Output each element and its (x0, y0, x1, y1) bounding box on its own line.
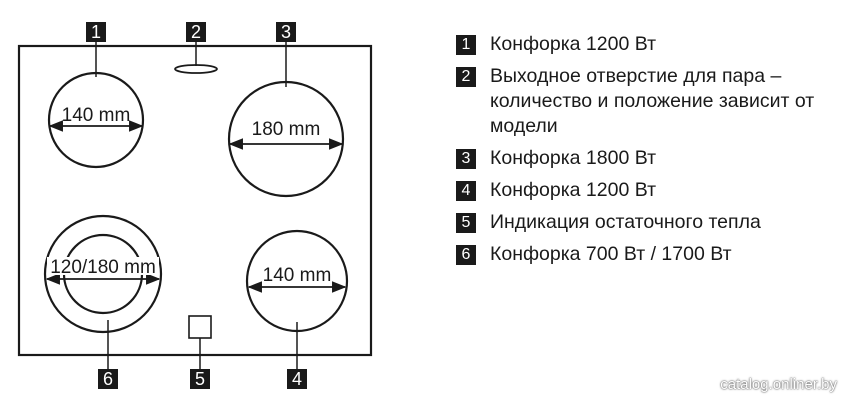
watermark: catalog.onliner.by (720, 376, 837, 393)
legend-item-3: 3 Конфорка 1800 Вт (452, 146, 852, 171)
zone-1-diameter: 140 mm (62, 105, 131, 126)
legend-badge-5: 5 (456, 213, 476, 233)
legend-badge-2: 2 (456, 67, 476, 87)
legend-item-2: 2 Выходное отверстие для пара – количест… (452, 64, 852, 139)
legend-item-4: 4 Конфорка 1200 Вт (452, 178, 852, 203)
legend-item-1: 1 Конфорка 1200 Вт (452, 32, 852, 57)
svg-text:2: 2 (191, 22, 201, 42)
steam-outlet (174, 38, 218, 74)
badge-5: 5 (190, 369, 210, 389)
svg-text:3: 3 (281, 22, 291, 42)
legend-badge-3: 3 (456, 149, 476, 169)
zone-4-diameter: 140 mm (263, 265, 332, 286)
svg-text:4: 4 (292, 369, 302, 389)
legend-badge-1: 1 (456, 35, 476, 55)
svg-text:5: 5 (195, 369, 205, 389)
zone-6-diameter: 120/180 mm (50, 257, 156, 278)
cooking-zone-3: 180 mm (227, 38, 345, 198)
legend-item-5: 5 Индикация остаточного тепла (452, 210, 852, 235)
legend-text-3: Конфорка 1800 Вт (490, 147, 657, 169)
residual-heat-indicator (188, 315, 212, 369)
legend-item-6: 6 Конфорка 700 Вт / 1700 Вт (452, 242, 852, 267)
legend-text-1: Конфорка 1200 Вт (490, 33, 657, 55)
svg-text:1: 1 (91, 22, 101, 42)
badge-1: 1 (86, 22, 106, 42)
badge-4: 4 (287, 369, 307, 389)
legend-text-2: Выходное отверстие для пара – количество… (490, 65, 815, 137)
badge-2: 2 (186, 22, 206, 42)
badge-3: 3 (276, 22, 296, 42)
legend-badge-4: 4 (456, 181, 476, 201)
hob-outline (17, 44, 373, 357)
legend-text-6: Конфорка 700 Вт / 1700 Вт (490, 243, 732, 265)
legend-text-5: Индикация остаточного тепла (490, 211, 761, 233)
svg-text:6: 6 (103, 369, 113, 389)
legend-text-4: Конфорка 1200 Вт (490, 179, 657, 201)
hob-diagram: 140 mm 180 mm 140 mm 120/180 mm 1 (17, 22, 373, 389)
cooking-zone-4: 140 mm (245, 229, 349, 369)
legend-badge-6: 6 (456, 245, 476, 265)
zone-3-diameter: 180 mm (252, 119, 321, 140)
cooking-zone-6: 120/180 mm (43, 214, 163, 369)
legend: 1 Конфорка 1200 Вт 2 Выходное отверстие … (452, 32, 852, 274)
cooking-zone-1: 140 mm (47, 38, 145, 169)
badge-6: 6 (98, 369, 118, 389)
